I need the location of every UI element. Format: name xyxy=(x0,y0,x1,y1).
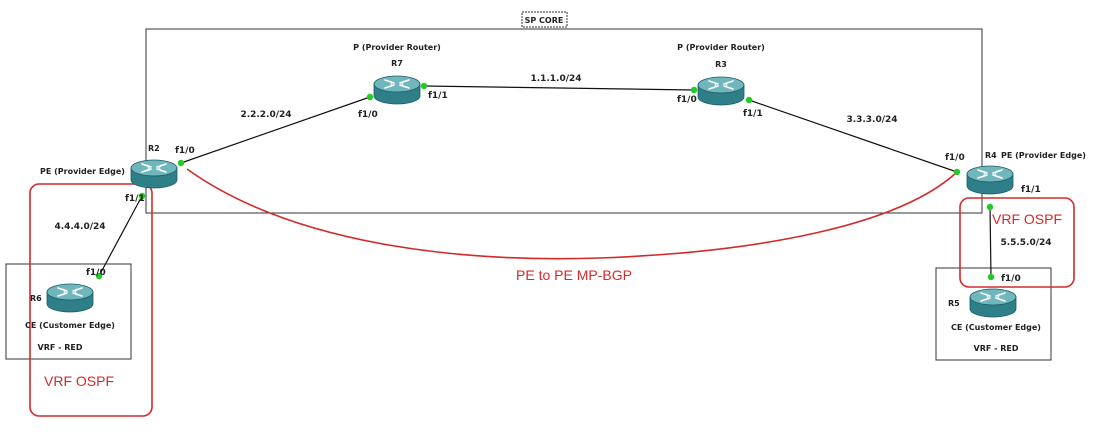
mpbgp-label: PE to PE MP-BGP xyxy=(516,267,632,283)
subnet-r3-r4: 3.3.3.0/24 xyxy=(846,115,897,125)
subnet-r4-r5: 5.5.5.0/24 xyxy=(1000,238,1051,248)
link-r4-r5 xyxy=(989,206,992,278)
r6-role-label: CE (Customer Edge) xyxy=(25,321,115,330)
router-r5-icon[interactable] xyxy=(969,288,1017,318)
if-r3-f1-0: f1/0 xyxy=(677,95,697,105)
r5-name-label: R5 xyxy=(948,299,960,308)
if-r6-f1-0: f1/0 xyxy=(86,268,106,278)
port-r4-f1-0 xyxy=(953,168,961,176)
router-r3-icon[interactable] xyxy=(697,76,745,106)
link-r2-r7 xyxy=(180,96,371,164)
r6-vrf-label: VRF - RED xyxy=(38,343,83,352)
vrf-ospf-right-box xyxy=(959,197,1075,288)
link-r2-r6 xyxy=(98,195,143,277)
r3-name-label: R3 xyxy=(715,60,727,69)
sp-core-label: SP CORE xyxy=(525,16,564,25)
sp-core-boundary xyxy=(145,28,983,214)
port-r6-f1-0 xyxy=(95,272,103,280)
router-r2-icon[interactable] xyxy=(130,159,178,189)
mpbgp-session-curve xyxy=(186,168,958,260)
r7-name-label: R7 xyxy=(391,59,403,68)
ce-left-box xyxy=(5,263,132,360)
r5-vrf-label: VRF - RED xyxy=(974,344,1019,353)
subnet-r2-r6: 4.4.4.0/24 xyxy=(54,222,105,232)
ce-right-box xyxy=(935,267,1052,361)
port-r2-f1-1 xyxy=(138,192,146,200)
router-r7-icon[interactable] xyxy=(373,75,421,105)
port-r4-f1-1 xyxy=(986,203,994,211)
if-r7-f1-0: f1/0 xyxy=(358,110,378,120)
subnet-r2-r7: 2.2.2.0/24 xyxy=(240,110,291,120)
if-r7-f1-1: f1/1 xyxy=(428,91,448,101)
subnet-r7-r3: 1.1.1.0/24 xyxy=(530,74,581,84)
r4-name-label: R4 xyxy=(985,151,997,160)
if-r4-f1-0: f1/0 xyxy=(945,153,965,163)
link-r7-r3 xyxy=(423,85,695,91)
if-r2-f1-0: f1/0 xyxy=(175,146,195,156)
r3-role-label: P (Provider Router) xyxy=(677,43,765,52)
r6-name-label: R6 xyxy=(30,294,42,303)
if-r4-f1-1: f1/1 xyxy=(1021,185,1041,195)
vrf-ospf-left-box xyxy=(29,183,153,417)
router-r6-icon[interactable] xyxy=(46,283,94,313)
port-r7-f1-1 xyxy=(420,82,428,90)
port-r3-f1-0 xyxy=(690,86,698,94)
sp-core-label-box xyxy=(521,11,568,28)
vrf-ospf-right-label: VRF OSPF xyxy=(992,211,1062,227)
r5-role-label: CE (Customer Edge) xyxy=(951,323,1041,332)
r7-role-label: P (Provider Router) xyxy=(353,43,441,52)
link-r3-r4 xyxy=(748,99,958,173)
vrf-ospf-left-label: VRF OSPF xyxy=(44,373,114,389)
port-r2-f1-0 xyxy=(177,159,185,167)
router-r4-icon[interactable] xyxy=(966,165,1014,195)
port-r3-f1-1 xyxy=(745,96,753,104)
r2-name-label: R2 xyxy=(148,144,160,153)
if-r3-f1-1: f1/1 xyxy=(743,109,763,119)
port-r5-f1-0 xyxy=(987,273,995,281)
port-dots xyxy=(95,82,995,281)
if-r2-f1-1: f1/1 xyxy=(125,194,145,204)
r4-role-label: PE (Provider Edge) xyxy=(1001,151,1086,160)
port-r7-f1-0 xyxy=(366,93,374,101)
if-r5-f1-0: f1/0 xyxy=(1001,274,1021,284)
r2-role-label: PE (Provider Edge) xyxy=(40,167,125,176)
